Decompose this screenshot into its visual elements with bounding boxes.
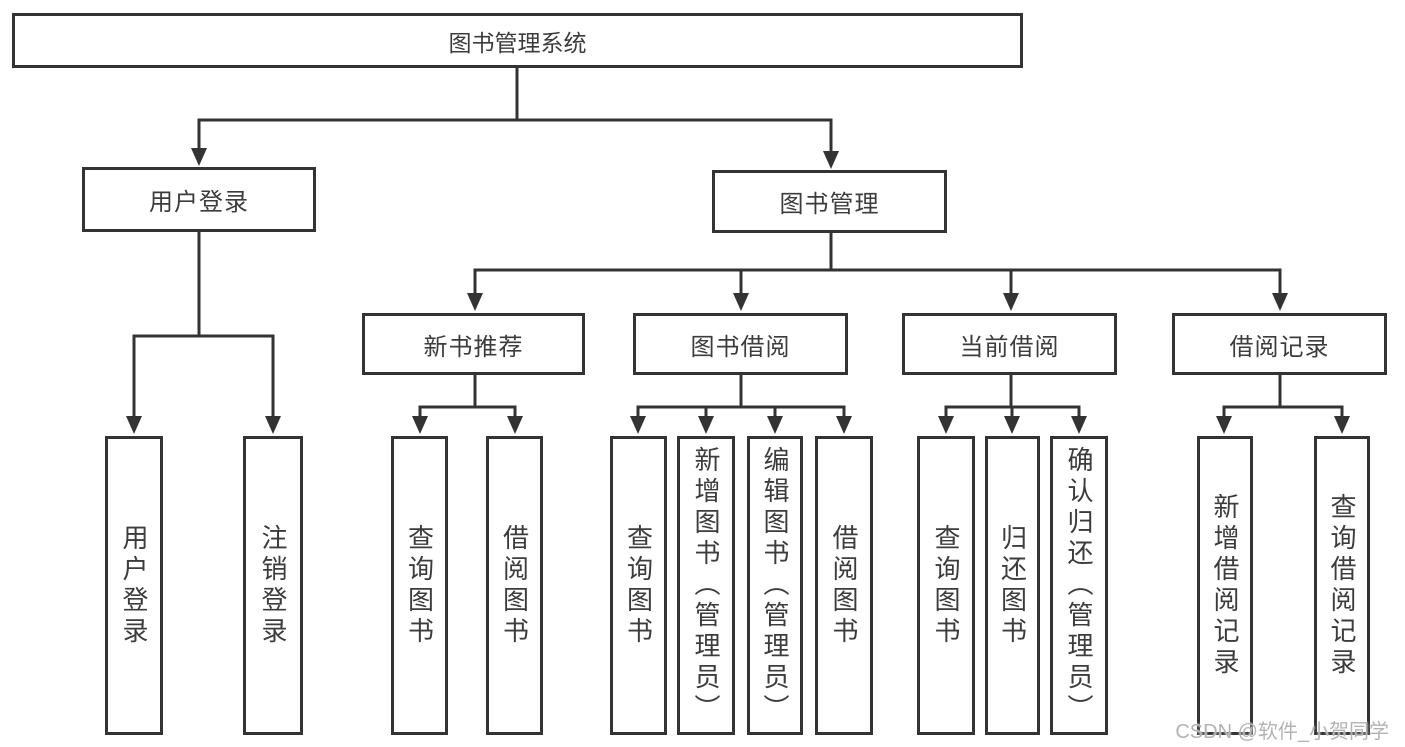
node-borrowing-records: 借阅记录	[1172, 313, 1387, 375]
node-label: 图书管理	[779, 191, 880, 218]
node-label: 用户登录	[149, 189, 249, 216]
leaf-query-books: 查询图书	[917, 436, 975, 735]
connector-book-borrow-to-leaves	[636, 375, 846, 418]
node-label: 借阅记录	[1229, 333, 1330, 361]
arrowhead-icon	[823, 151, 839, 169]
leaf-borrow-books: 借阅图书	[486, 436, 543, 735]
node-book-management: 图书管理	[712, 170, 947, 233]
leaf-label: 编辑图书（管理员）	[760, 446, 790, 725]
leaf-label: 借阅图书	[499, 523, 530, 648]
connector-book-mgmt-to-level3	[473, 233, 1282, 295]
arrowhead-icon	[836, 416, 852, 434]
node-current-borrowing: 当前借阅	[902, 313, 1117, 375]
node-new-book-recommendation: 新书推荐	[362, 313, 585, 375]
connector-root-to-level2	[197, 68, 833, 153]
connector-borrow-record-to-leaves	[1222, 375, 1344, 418]
arrowhead-icon	[1003, 293, 1019, 311]
arrowheads	[126, 148, 1350, 434]
leaf-borrow-books: 借阅图书	[815, 436, 873, 735]
arrowhead-icon	[1216, 416, 1232, 434]
node-user-login-group: 用户登录	[82, 167, 316, 232]
leaf-label: 用户登录	[119, 523, 149, 648]
watermark: CSDN @软件_小贺同学	[1175, 721, 1389, 743]
leaf-query-books: 查询图书	[610, 436, 667, 735]
leaf-query-books: 查询图书	[391, 436, 448, 735]
leaf-add-borrow-record: 新增借阅记录	[1197, 436, 1253, 735]
arrowhead-icon	[767, 416, 783, 434]
leaf-label: 确认归还（管理员）	[1064, 446, 1094, 725]
leaf-label: 查询图书	[623, 523, 654, 648]
arrowhead-icon	[698, 416, 714, 434]
leaf-confirm-return-admin: 确认归还（管理员）	[1050, 436, 1108, 735]
arrowhead-icon	[265, 416, 281, 434]
leaf-label: 查询图书	[404, 523, 435, 648]
arrowhead-icon	[467, 293, 483, 311]
leaf-logout: 注销登录	[243, 436, 303, 735]
node-label: 当前借阅	[959, 333, 1060, 361]
arrowhead-icon	[733, 293, 749, 311]
node-book-borrowing: 图书借阅	[633, 313, 848, 375]
leaf-label: 借阅图书	[829, 523, 859, 648]
arrowhead-icon	[1334, 416, 1350, 434]
leaf-label: 查询借阅记录	[1327, 492, 1357, 679]
leaf-label: 查询图书	[931, 523, 961, 648]
leaf-add-books-admin: 新增图书（管理员）	[677, 436, 735, 735]
arrowhead-icon	[412, 416, 428, 434]
arrowhead-icon	[126, 416, 142, 434]
node-label: 图书借阅	[690, 333, 791, 361]
arrowhead-icon	[1004, 416, 1020, 434]
leaf-user-login: 用户登录	[105, 436, 163, 735]
arrowhead-icon	[191, 148, 207, 166]
leaf-label: 归还图书	[997, 523, 1028, 648]
node-library-system: 图书管理系统	[12, 13, 1023, 68]
node-label: 图书管理系统	[448, 29, 587, 56]
connector-user-login-to-leaves	[132, 232, 275, 418]
connector-current-borrow-to-leaves	[944, 375, 1081, 418]
leaf-edit-books-admin: 编辑图书（管理员）	[747, 436, 803, 735]
arrowhead-icon	[507, 416, 523, 434]
arrowhead-icon	[938, 416, 954, 434]
leaf-query-borrow-record: 查询借阅记录	[1314, 436, 1370, 735]
leaf-label: 新增借阅记录	[1210, 492, 1240, 679]
connector-new-book-rec-to-leaves	[418, 375, 517, 418]
leaf-return-books: 归还图书	[985, 436, 1040, 735]
node-label: 新书推荐	[423, 333, 524, 361]
arrowhead-icon	[1071, 416, 1087, 434]
leaf-label: 注销登录	[258, 523, 288, 648]
arrowhead-icon	[630, 416, 646, 434]
leaf-label: 新增图书（管理员）	[691, 446, 721, 725]
connector-stems	[132, 68, 1344, 418]
arrowhead-icon	[1272, 293, 1288, 311]
